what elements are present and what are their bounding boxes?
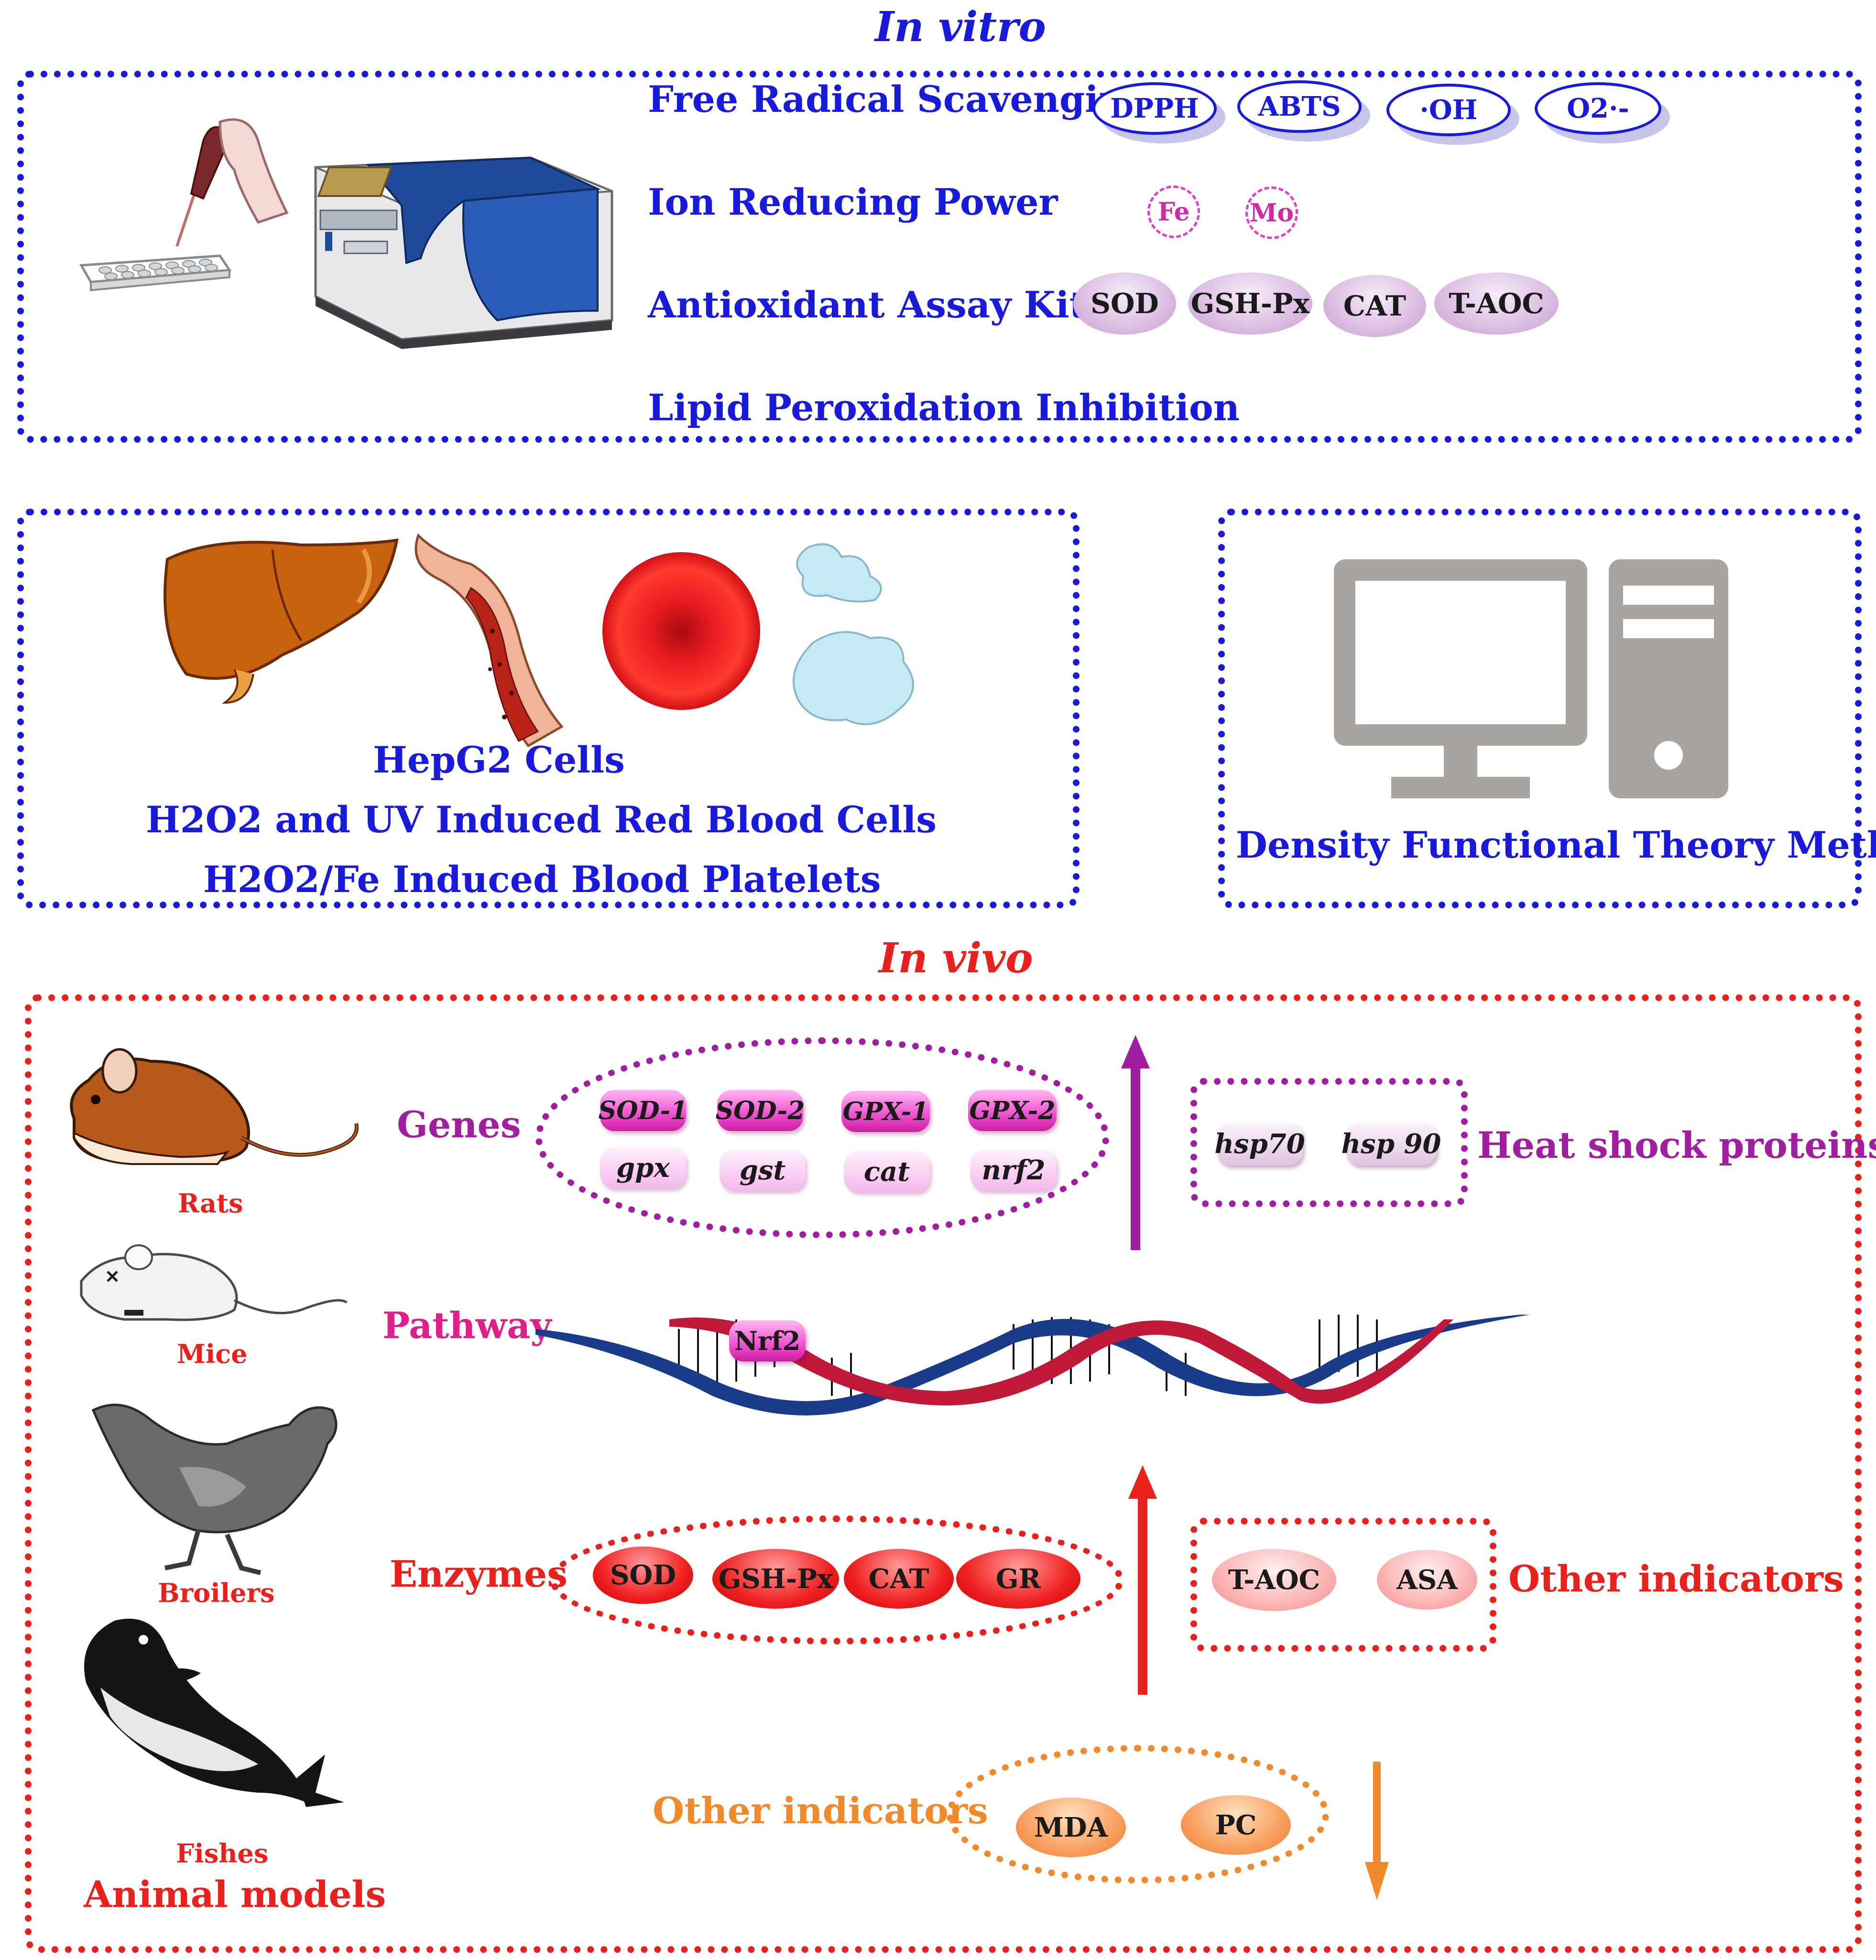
animal-broilers: Broilers bbox=[158, 1578, 275, 1608]
other-down-arrow bbox=[1365, 1762, 1389, 1900]
genes-group bbox=[535, 1037, 1109, 1238]
hsp-70: hsp70 bbox=[1214, 1122, 1305, 1165]
rat-illustration bbox=[70, 1048, 359, 1165]
animal-rats: Rats bbox=[178, 1188, 243, 1219]
blood-vessel-illustration bbox=[414, 533, 564, 748]
gene-nrf2: nrf2 bbox=[971, 1150, 1057, 1191]
enzymes-label: Enzymes bbox=[390, 1553, 568, 1595]
ion-reducing-label: Ion Reducing Power bbox=[648, 181, 1058, 223]
liver-illustration bbox=[164, 538, 399, 704]
dna-helix bbox=[535, 1315, 1530, 1416]
red-blood-cell-illustration bbox=[602, 552, 760, 710]
lipid-peroxidation-label: Lipid Peroxidation Inhibition bbox=[648, 386, 1240, 429]
gene-sod-2: SOD-2 bbox=[716, 1090, 805, 1131]
hsp-90: hsp 90 bbox=[1342, 1122, 1441, 1165]
pathway-label: Pathway bbox=[382, 1304, 552, 1347]
assay-kits-label: Antioxidant Assay Kits bbox=[648, 283, 1107, 326]
enzyme-sod: SOD bbox=[593, 1546, 693, 1604]
hepg2-label: HepG2 Cells bbox=[373, 739, 625, 781]
enzyme-gr: GR bbox=[956, 1549, 1080, 1609]
enzyme-gsh-px: GSH-Px bbox=[712, 1549, 839, 1609]
nrf2-badge: Nrf2 bbox=[729, 1320, 806, 1361]
indicator-asa: ASA bbox=[1377, 1550, 1477, 1610]
radical-superoxide: O2·- bbox=[1535, 82, 1661, 135]
kit-t-aoc: T-AOC bbox=[1434, 272, 1559, 335]
ion-mo: Mo bbox=[1245, 186, 1298, 239]
other-down-label: Other indicators bbox=[653, 1789, 988, 1832]
animal-fishes: Fishes bbox=[176, 1838, 269, 1869]
platelets-label: H2O2/Fe Induced Blood Platelets bbox=[203, 858, 881, 901]
spectrophotometer-illustration bbox=[314, 156, 613, 349]
cells-panel bbox=[17, 509, 1080, 908]
enzymes-up-arrow bbox=[1128, 1465, 1157, 1695]
gene-gpx: gpx bbox=[600, 1147, 686, 1188]
animal-models-label: Animal models bbox=[84, 1873, 386, 1916]
in-vivo-title: In vivo bbox=[879, 934, 1033, 982]
hsp-group bbox=[1190, 1078, 1468, 1207]
gene-sod-1: SOD-1 bbox=[599, 1090, 687, 1131]
microplate-icon bbox=[79, 254, 232, 292]
gene-gpx-2: GPX-2 bbox=[968, 1090, 1057, 1131]
radical-abts: ABTS bbox=[1237, 80, 1362, 133]
gene-cat: cat bbox=[844, 1151, 930, 1192]
kit-gsh-px: GSH-Px bbox=[1188, 272, 1312, 335]
dft-label: Density Functional Theory Method bbox=[1236, 824, 1876, 866]
platelets-illustration bbox=[793, 543, 914, 725]
indicator-mda: MDA bbox=[1016, 1797, 1126, 1857]
indicator-t-aoc: T-AOC bbox=[1212, 1549, 1336, 1611]
rbc-label: H2O2 and UV Induced Red Blood Cells bbox=[146, 798, 937, 841]
fish-illustration bbox=[84, 1619, 344, 1807]
free-radical-label: Free Radical Scavenging bbox=[648, 78, 1151, 120]
pipette-icon bbox=[175, 118, 289, 247]
genes-up-arrow bbox=[1121, 1035, 1150, 1250]
computer-icon bbox=[1334, 559, 1728, 798]
hsp-label: Heat shock proteins bbox=[1477, 1124, 1876, 1166]
gene-gpx-1: GPX-1 bbox=[841, 1091, 930, 1132]
enzyme-cat: CAT bbox=[844, 1549, 954, 1609]
dft-panel bbox=[1218, 509, 1862, 908]
other-up-label: Other indicators bbox=[1508, 1557, 1844, 1600]
broiler-illustration bbox=[91, 1404, 338, 1575]
in-vitro-title: In vitro bbox=[875, 3, 1046, 51]
gene-gst: gst bbox=[720, 1150, 806, 1191]
in-vivo-panel bbox=[25, 994, 1862, 1953]
kit-sod: SOD bbox=[1073, 272, 1176, 335]
mouse-illustration bbox=[80, 1244, 348, 1321]
ion-fe: Fe bbox=[1147, 185, 1200, 238]
genes-label: Genes bbox=[397, 1103, 521, 1146]
other-up-group bbox=[1190, 1518, 1496, 1652]
radical-hydroxyl: ·OH bbox=[1386, 84, 1511, 136]
pipette-illustration bbox=[79, 118, 289, 292]
radical-dpph: DPPH bbox=[1092, 82, 1217, 135]
kit-cat: CAT bbox=[1323, 275, 1426, 337]
indicator-pc: PC bbox=[1181, 1795, 1291, 1855]
in-vitro-panel bbox=[17, 71, 1862, 443]
animal-mice: Mice bbox=[177, 1339, 248, 1369]
